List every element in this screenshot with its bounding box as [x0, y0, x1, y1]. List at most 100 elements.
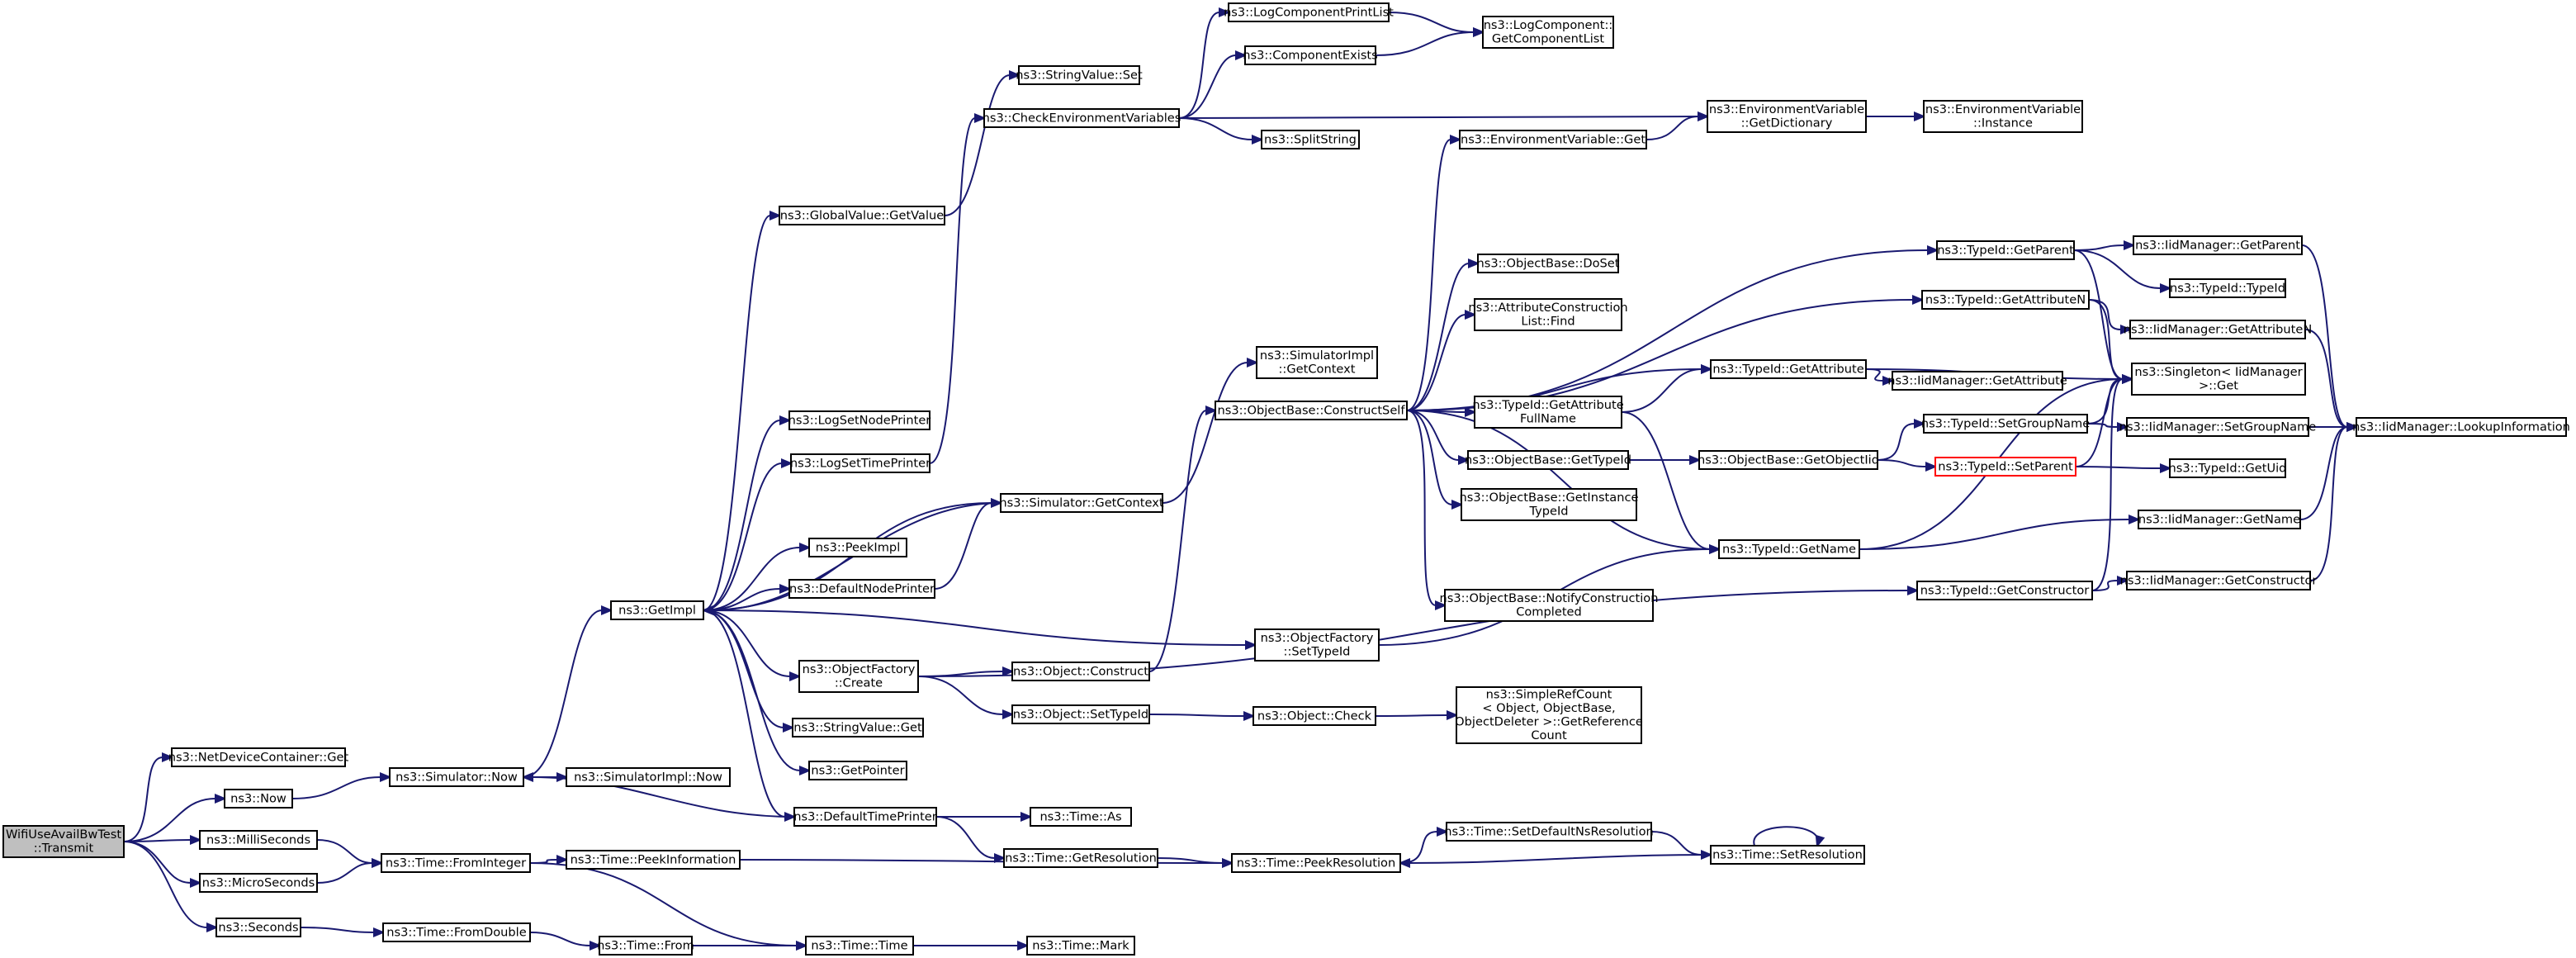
- edge-arrowhead: [1473, 27, 1485, 37]
- node-iidm-getattribute[interactable]: ns3::IidManager::GetAttribute: [1887, 371, 2067, 391]
- node-box: [1011, 704, 1150, 724]
- node-time-peekres[interactable]: ns3::Time::PeekResolution: [1231, 853, 1401, 873]
- node-tid-getparent[interactable]: ns3::TypeId::GetParent: [1936, 240, 2075, 260]
- node-of-settypeid[interactable]: ns3::ObjectFactory::SetTypeId: [1254, 628, 1380, 662]
- node-simimpl-now[interactable]: ns3::SimulatorImpl::Now: [566, 767, 731, 787]
- edge-line: [529, 932, 591, 946]
- node-microseconds[interactable]: ns3::MicroSeconds: [199, 873, 318, 893]
- node-box: [2, 825, 125, 858]
- node-box: [2126, 417, 2309, 437]
- node-time-as[interactable]: ns3::Time::As: [1030, 807, 1132, 827]
- node-iidm-getconstructor[interactable]: ns3::IidManager::GetConstructor: [2120, 571, 2318, 590]
- node-time-setdefaultns[interactable]: ns3::Time::SetDefaultNsResolution: [1444, 822, 1654, 842]
- node-sv-set[interactable]: ns3::StringValue::Set: [1016, 65, 1143, 85]
- node-ob-gettypeid[interactable]: ns3::ObjectBase::GetTypeId: [1465, 450, 1631, 470]
- edge-defaulttimeprinter-to-time-as: [936, 812, 1033, 822]
- node-label: FullName: [1520, 412, 1576, 426]
- edge-transmit-to-ndc-get: [123, 752, 174, 842]
- node-tid-setparent[interactable]: ns3::TypeId::SetParent: [1934, 457, 2076, 477]
- node-milliseconds[interactable]: ns3::MilliSeconds: [199, 830, 318, 850]
- node-label: ns3::Time::SetDefaultNsResolution: [1444, 824, 1654, 838]
- node-of-create[interactable]: ns3::ObjectFactory::Create: [798, 660, 919, 693]
- node-box: [793, 807, 937, 827]
- node-time-getres[interactable]: ns3::Time::GetResolution: [1003, 848, 1158, 868]
- edge-getimpl-to-logsetnodeprinter: [703, 415, 792, 611]
- node-box: [382, 922, 531, 942]
- node-envvar-getdict[interactable]: ns3::EnvironmentVariable::GetDictionary: [1707, 100, 1867, 133]
- node-label: ns3::IidManager::LookupInformation: [2352, 420, 2570, 434]
- node-ndc-get[interactable]: ns3::NetDeviceContainer::Get: [168, 747, 349, 767]
- node-tid-getname[interactable]: ns3::TypeId::GetName: [1718, 539, 1860, 559]
- edge-now-to-sim-now: [291, 772, 392, 799]
- node-box: [790, 453, 930, 473]
- edge-line: [703, 462, 783, 611]
- node-tid-setgroupname[interactable]: ns3::TypeId::SetGroupName: [1921, 414, 2090, 434]
- node-iidm-getparent[interactable]: ns3::IidManager::GetParent: [2133, 235, 2303, 255]
- node-transmit[interactable]: WifiUseAvailBwTest::Transmit: [2, 825, 125, 858]
- node-splitstring[interactable]: ns3::SplitString: [1261, 130, 1360, 149]
- node-time-setres[interactable]: ns3::Time::SetResolution: [1710, 845, 1865, 865]
- node-seconds[interactable]: ns3::Seconds: [215, 918, 301, 937]
- node-tid-getattrn[interactable]: ns3::TypeId::GetAttributeN: [1921, 290, 2090, 310]
- edge-time-from-to-time-time: [692, 941, 808, 951]
- node-label: GetComponentList: [1492, 32, 1605, 46]
- node-gv-getvalue[interactable]: ns3::GlobalValue::GetValue: [779, 206, 945, 225]
- node-envvar-instance[interactable]: ns3::EnvironmentVariable::Instance: [1923, 100, 2083, 133]
- node-box: [1892, 371, 2063, 391]
- node-compexists[interactable]: ns3::ComponentExists: [1243, 45, 1378, 65]
- node-ob-getobjectiid[interactable]: ns3::ObjectBase::GetObjectIid: [1698, 450, 1879, 470]
- node-time-fromdouble[interactable]: ns3::Time::FromDouble: [382, 922, 531, 942]
- node-sim-getcontext[interactable]: ns3::Simulator::GetContext: [999, 493, 1164, 513]
- node-label: ns3::IidManager::GetConstructor: [2120, 573, 2318, 587]
- node-tid-getconstructor[interactable]: ns3::TypeId::GetConstructor: [1916, 581, 2093, 600]
- node-box: [1477, 254, 1619, 273]
- edge-arrowhead: [1017, 941, 1030, 951]
- node-sv-get[interactable]: ns3::StringValue::Get: [792, 718, 924, 737]
- node-checkenv[interactable]: ns3::CheckEnvironmentVariables: [983, 108, 1181, 128]
- node-time-fromint[interactable]: ns3::Time::FromInteger: [381, 853, 531, 873]
- node-iidm-lookupinfo[interactable]: ns3::IidManager::LookupInformation: [2352, 417, 2570, 437]
- node-ob-doset[interactable]: ns3::ObjectBase::DoSet: [1476, 254, 1620, 273]
- node-label: ns3::EnvironmentVariable: [1925, 102, 2081, 116]
- node-ob-notifyconst[interactable]: ns3::ObjectBase::NotifyConstructionCompl…: [1440, 589, 1659, 622]
- node-ob-constructself[interactable]: ns3::ObjectBase::ConstructSelf: [1215, 401, 1408, 420]
- node-tid-typeid[interactable]: ns3::TypeId::TypeId: [2169, 278, 2286, 298]
- node-getpointer[interactable]: ns3::GetPointer: [808, 761, 907, 780]
- node-tid-getuid[interactable]: ns3::TypeId::GetUid: [2169, 458, 2287, 478]
- node-defaultnodeprinter[interactable]: ns3::DefaultNodePrinter: [788, 579, 935, 599]
- edge-line: [917, 676, 1004, 715]
- node-peekimpl[interactable]: ns3::PeekImpl: [808, 538, 907, 557]
- node-logsetnodeprinter[interactable]: ns3::LogSetNodePrinter: [788, 410, 931, 430]
- edge-line: [1646, 116, 1699, 140]
- node-logsettimeprinter[interactable]: ns3::LogSetTimePrinter: [790, 453, 930, 473]
- node-simplerefcount[interactable]: ns3::SimpleRefCount< Object, ObjectBase,…: [1455, 686, 1643, 744]
- node-sim-now[interactable]: ns3::Simulator::Now: [389, 767, 524, 787]
- node-time-from[interactable]: ns3::Time::From: [597, 936, 694, 956]
- node-iidm-getattrn[interactable]: ns3::IidManager::GetAttributeN: [2124, 320, 2313, 339]
- node-label: ns3::Now: [230, 791, 286, 805]
- edge-ob-getobjectiid-to-tid-setparent: [1877, 459, 1938, 472]
- node-getimpl[interactable]: ns3::GetImpl: [610, 600, 704, 620]
- node-simimpl-getcontext[interactable]: ns3::SimulatorImpl::GetContext: [1256, 346, 1378, 379]
- node-logcompprintlist[interactable]: ns3::LogComponentPrintList: [1224, 2, 1394, 22]
- node-tid-getattribute[interactable]: ns3::TypeId::GetAttribute: [1710, 359, 1867, 379]
- node-singleton-get[interactable]: ns3::Singleton< IidManager >::Get: [2131, 363, 2306, 396]
- node-defaulttimeprinter[interactable]: ns3::DefaultTimePrinter: [793, 807, 937, 827]
- node-obj-construct[interactable]: ns3::Object::Construct: [1011, 662, 1150, 681]
- node-iidm-getname[interactable]: ns3::IidManager::GetName: [2138, 510, 2301, 529]
- node-label: TypeId: [1528, 505, 1568, 519]
- node-time-mark[interactable]: ns3::Time::Mark: [1026, 936, 1135, 956]
- edge-line: [2301, 244, 2348, 428]
- node-time-peekinfo[interactable]: ns3::Time::PeekInformation: [566, 850, 741, 870]
- node-obj-settypeid[interactable]: ns3::Object::SetTypeId: [1011, 704, 1150, 724]
- node-now[interactable]: ns3::Now: [224, 789, 293, 809]
- node-envvar-get[interactable]: ns3::EnvironmentVariable::Get: [1459, 130, 1647, 149]
- node-iidm-setgroupname[interactable]: ns3::IidManager::SetGroupName: [2119, 417, 2317, 437]
- node-time-time[interactable]: ns3::Time::Time: [805, 936, 914, 956]
- node-obj-check[interactable]: ns3::Object::Check: [1252, 706, 1376, 726]
- node-logcomp-getlist[interactable]: ns3::LogComponent::GetComponentList: [1482, 16, 1614, 49]
